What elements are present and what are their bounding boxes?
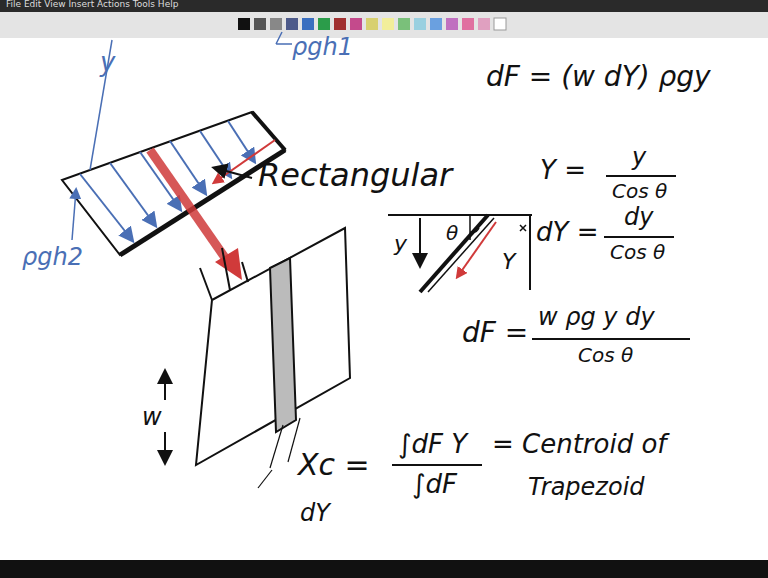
pressure-label: ρgh1 — [292, 34, 353, 60]
depth-label: y — [100, 48, 115, 77]
menu-text: File Edit View Insert Actions Tools Help — [6, 0, 178, 10]
width-label: w — [142, 404, 162, 430]
equation: dF = — [462, 318, 528, 349]
equation: dF = (w dY) ρgy — [486, 62, 711, 93]
denominator: Cos θ — [578, 344, 633, 366]
denominator: ∫dF — [412, 470, 457, 499]
numerator: w ρg y dy — [538, 304, 655, 330]
equation: dY = — [536, 218, 598, 247]
color-palette — [238, 18, 506, 30]
pressure-trapezoid — [62, 32, 292, 280]
numerator: dy — [624, 204, 653, 230]
equation: Xc = — [298, 448, 370, 481]
strip-label: dY — [300, 500, 330, 526]
depth-label: y — [394, 232, 407, 256]
numerator: y — [632, 144, 646, 170]
equation: Trapezoid — [528, 474, 645, 500]
equation: Y = — [540, 156, 586, 185]
toolbar — [0, 12, 768, 38]
bottom-bar — [0, 560, 768, 578]
slant-label: Y — [502, 250, 515, 274]
angle-sketch — [388, 215, 532, 292]
numerator: ∫dF Y — [398, 430, 467, 459]
pressure-label: ρgh2 — [22, 244, 83, 270]
title-bar — [0, 0, 768, 12]
plate-type-label: Rectangular — [258, 158, 452, 193]
equation: = Centroid of — [492, 430, 667, 459]
denominator: Cos θ — [612, 180, 667, 202]
fraction-bars — [392, 176, 690, 465]
angle-label: θ — [446, 222, 458, 244]
denominator: Cos θ — [610, 241, 665, 263]
